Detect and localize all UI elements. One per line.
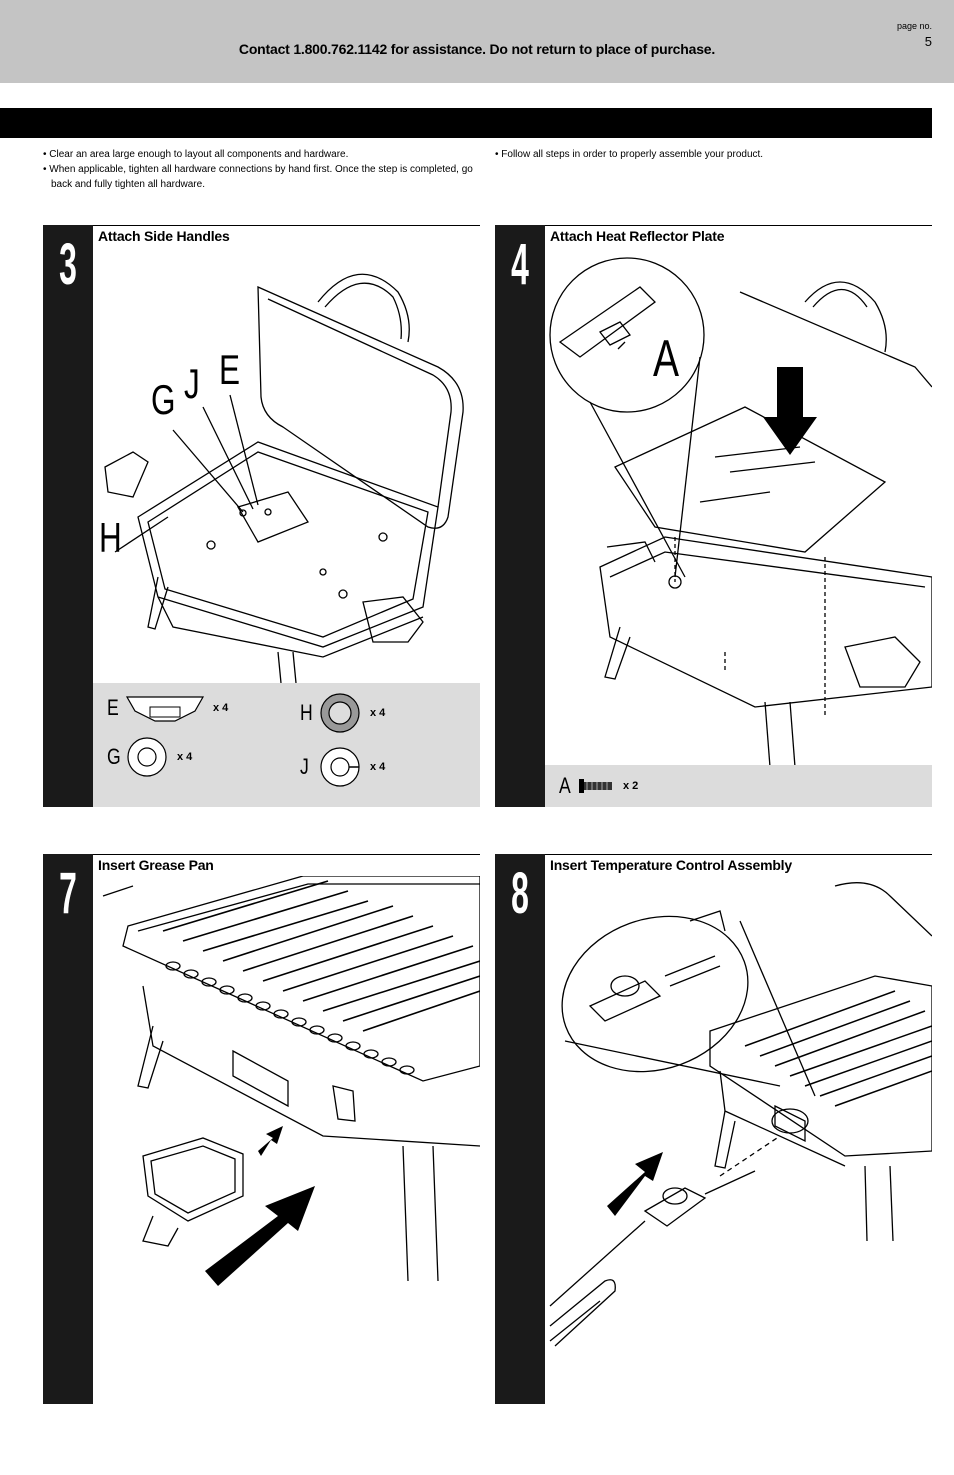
heat-reflector-illustration (549, 257, 932, 767)
rubber-washer-icon (320, 693, 360, 733)
step-number-column: 8 (495, 854, 545, 1404)
step-4-panel: 4 Attach Heat Reflector Plate (495, 225, 932, 807)
step-number: 7 (59, 861, 77, 926)
contact-line: Contact 1.800.762.1142 for assistance. D… (238, 41, 716, 57)
hardware-panel: A x 2 (545, 765, 932, 807)
insert-arrow-icon (607, 1152, 663, 1216)
callout-j: J (184, 360, 200, 407)
page-number: 5 (924, 34, 932, 49)
hardware-qty: x 2 (623, 780, 639, 792)
divider (93, 225, 480, 226)
note-item: • Clear an area large enough to layout a… (43, 149, 349, 160)
step-3-panel: 3 Attach Side Handles (43, 225, 480, 807)
flat-washer-icon (127, 737, 167, 777)
hardware-item-h: H x 4 (298, 691, 385, 735)
step-number-column: 7 (43, 854, 93, 1404)
divider (545, 854, 932, 855)
hardware-letter: J (300, 754, 309, 779)
insert-arrow-small-icon (258, 1126, 283, 1156)
grease-pan-illustration (102, 876, 480, 1286)
step-title: Insert Temperature Control Assembly (550, 857, 792, 873)
screw-icon (579, 779, 612, 793)
insert-arrow-large-icon (205, 1186, 315, 1286)
note-item: • Follow all steps in order to properly … (495, 149, 764, 160)
page-header: Contact 1.800.762.1142 for assistance. D… (0, 0, 954, 83)
callout-h: H (99, 514, 122, 561)
hardware-qty: x 4 (177, 751, 193, 763)
step-number: 8 (511, 861, 529, 926)
step-number-column: 3 (43, 225, 93, 807)
hardware-panel: E x 4 G x 4 H x 4 J x 4 (93, 683, 480, 807)
callout-a: A (653, 330, 680, 388)
step-title: Insert Grease Pan (98, 857, 214, 873)
hardware-qty: x 4 (213, 702, 229, 714)
divider (93, 854, 480, 855)
hardware-letter: H (300, 700, 313, 725)
notes-right: • Follow all steps in order to properly … (495, 147, 915, 162)
hardware-letter: G (107, 744, 121, 769)
temperature-control-illustration (549, 882, 932, 1347)
step-number: 3 (59, 232, 77, 297)
step-number-column: 4 (495, 225, 545, 807)
hardware-letter: A (559, 773, 571, 798)
hardware-letter: E (107, 695, 119, 720)
section-bar (0, 108, 932, 138)
hardware-item-g: G x 4 (105, 735, 192, 779)
hardware-qty: x 4 (370, 707, 386, 719)
divider (545, 225, 932, 226)
callout-g: G (151, 376, 176, 423)
down-arrow-icon (763, 367, 817, 455)
step-number: 4 (511, 232, 529, 297)
hardware-qty: x 4 (370, 761, 386, 773)
step-8-panel: 8 Insert Temperature Control Assembly (495, 854, 932, 1404)
hardware-item-j: J x 4 (298, 745, 385, 789)
step-title: Attach Side Handles (98, 228, 230, 244)
grill-side-handles-illustration (104, 273, 464, 683)
step-title: Attach Heat Reflector Plate (550, 228, 725, 244)
notes-left: • Clear an area large enough to layout a… (43, 147, 473, 192)
lock-washer-icon (320, 747, 360, 787)
callout-e: E (219, 346, 241, 393)
step-7-panel: 7 Insert Grease Pan (43, 854, 480, 1404)
page-number-label: page no. (896, 21, 932, 31)
hardware-item-e: E x 4 (105, 693, 228, 723)
bracket-icon (125, 696, 205, 722)
note-item: • When applicable, tighten all hardware … (43, 164, 473, 190)
hardware-item-a: A x 2 (557, 773, 638, 799)
